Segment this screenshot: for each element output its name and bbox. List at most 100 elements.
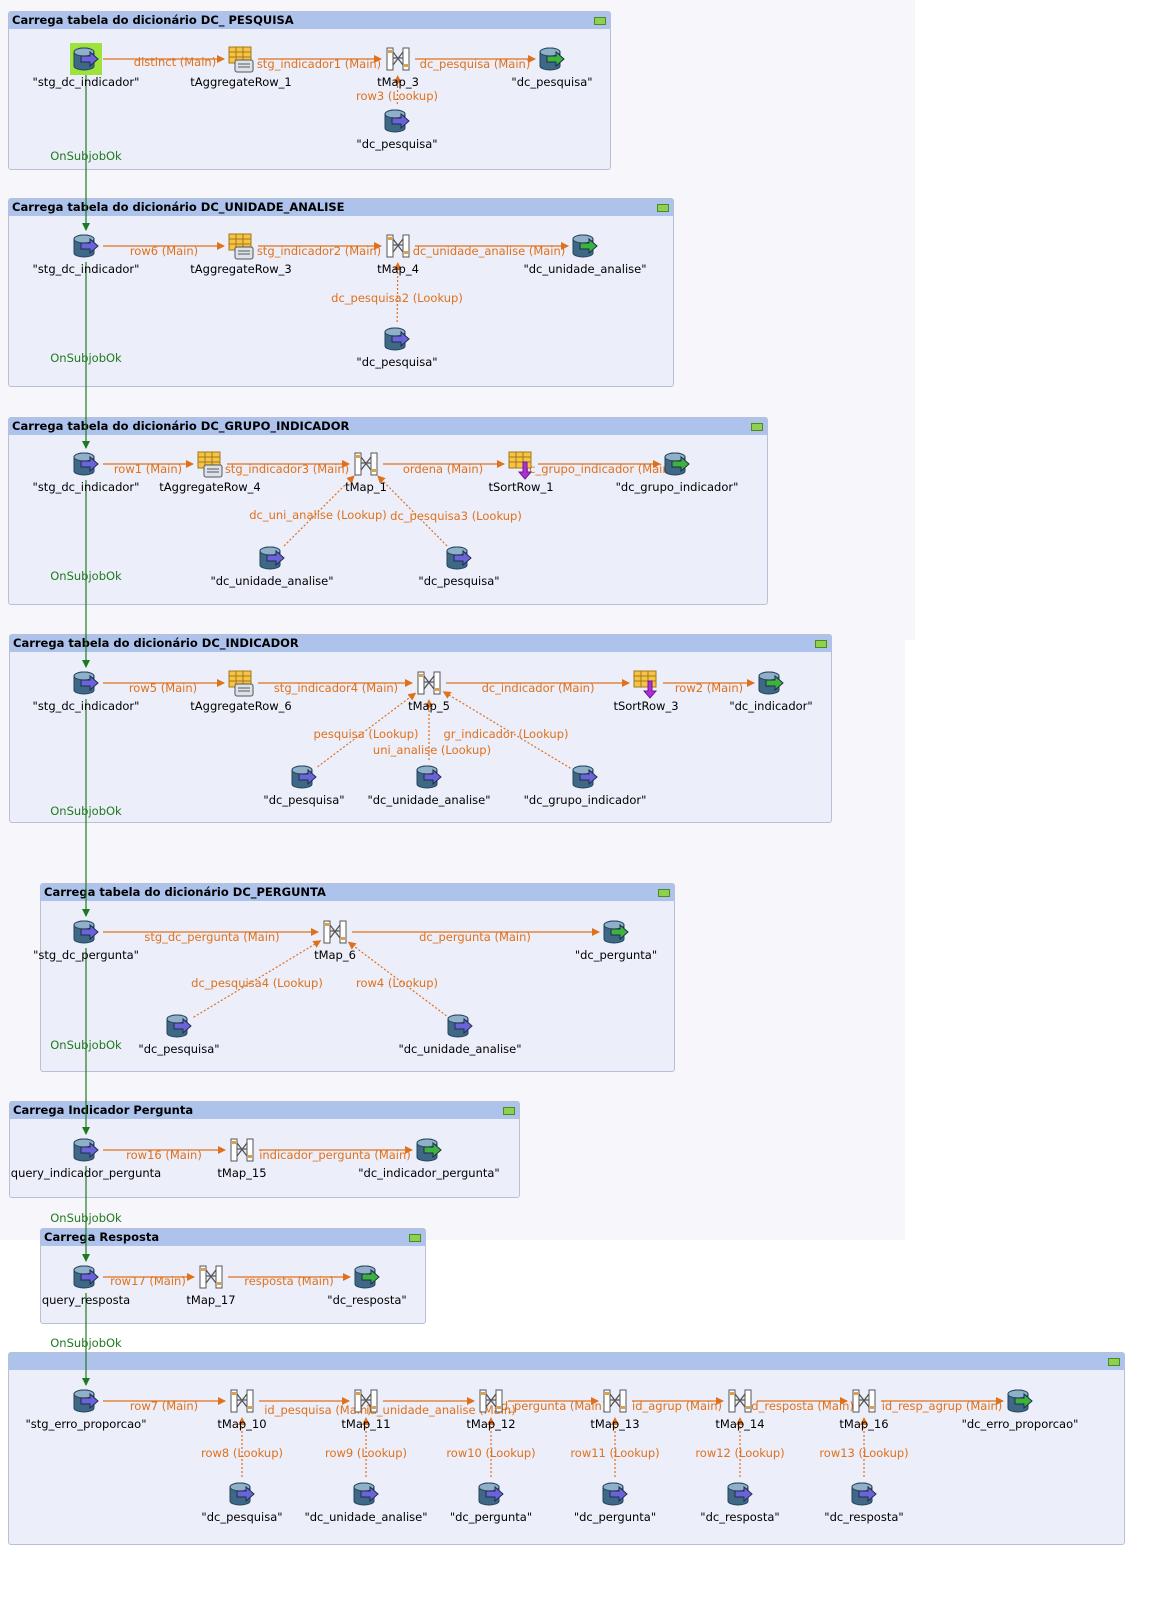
tmap-icon[interactable] <box>413 667 445 699</box>
component-input[interactable]: "dc_resposta" <box>700 1482 780 1524</box>
component-label[interactable]: "stg_dc_indicador" <box>32 480 140 494</box>
lookup-link[interactable] <box>393 261 402 323</box>
tmap-icon[interactable] <box>226 1385 258 1417</box>
component-label[interactable]: tAggregateRow_1 <box>190 75 292 89</box>
link-label[interactable]: ordena (Main) <box>403 462 483 476</box>
link-label[interactable]: stg_indicador4 (Main) <box>274 681 398 695</box>
component-input[interactable]: "dc_unidade_analise" <box>398 1014 522 1056</box>
link-label[interactable]: row6 (Main) <box>130 244 198 258</box>
component-output[interactable]: "dc_pergunta" <box>575 920 657 962</box>
component-label[interactable]: tAggregateRow_6 <box>190 699 292 713</box>
link-label[interactable]: id_pesquisa (Main) <box>264 1403 372 1417</box>
component-output[interactable]: "dc_indicador" <box>729 671 813 713</box>
component-map[interactable]: tMap_3 <box>377 47 419 89</box>
trigger-label[interactable]: OnSubjobOk <box>50 1038 122 1052</box>
link-label[interactable]: row11 (Lookup) <box>570 1446 659 1460</box>
tmap-icon[interactable] <box>475 1385 507 1417</box>
db-input-icon[interactable] <box>381 323 413 355</box>
link-label[interactable]: dc_indicador (Main) <box>482 681 595 695</box>
trigger-label[interactable]: OnSubjobOk <box>50 149 122 163</box>
subjob-erro-proporcao[interactable] <box>8 1352 1125 1545</box>
subjob-dc-pesquisa[interactable]: Carrega tabela do dicionário DC_ PESQUIS… <box>8 11 611 170</box>
link-label[interactable]: stg_indicador1 (Main) <box>257 57 381 71</box>
link-label[interactable]: dc_pesquisa2 (Lookup) <box>331 291 463 305</box>
component-label[interactable]: "dc_resposta" <box>700 1510 780 1524</box>
db-input-icon[interactable] <box>475 1478 507 1510</box>
component-label[interactable]: tMap_17 <box>186 1293 236 1307</box>
link-label[interactable]: dc_pesquisa3 (Lookup) <box>390 509 522 523</box>
tmap-icon[interactable] <box>382 43 414 75</box>
component-output[interactable]: "dc_resposta" <box>327 1265 407 1307</box>
component-input[interactable]: "dc_pesquisa" <box>138 1014 220 1056</box>
link-label[interactable]: pesquisa (Lookup) <box>314 727 419 741</box>
component-aggregate[interactable]: tAggregateRow_6 <box>190 670 292 713</box>
tmap-icon[interactable] <box>319 916 351 948</box>
component-label[interactable]: "dc_erro_proporcao" <box>961 1417 1079 1431</box>
lookup-link[interactable] <box>442 691 571 769</box>
collapse-subjob-button[interactable] <box>1108 1358 1120 1366</box>
subjob-dc-pergunta[interactable]: Carrega tabela do dicionário DC_PERGUNTA <box>40 883 675 1072</box>
component-input[interactable]: query_indicador_pergunta <box>11 1138 161 1180</box>
db-input-icon[interactable] <box>70 448 102 480</box>
component-label[interactable]: "stg_dc_indicador" <box>32 75 140 89</box>
link-label[interactable]: row7 (Main) <box>130 1399 198 1413</box>
tmap-icon[interactable] <box>848 1385 880 1417</box>
lookup-link[interactable] <box>377 475 448 547</box>
link-label[interactable]: row1 (Main) <box>114 462 182 476</box>
subjob-title[interactable]: Carrega Indicador Pergunta <box>10 1102 519 1119</box>
tmap-icon[interactable] <box>195 1261 227 1293</box>
component-map[interactable]: tMap_17 <box>186 1265 236 1307</box>
component-label[interactable]: query_resposta <box>41 1293 131 1307</box>
component-label[interactable]: tMap_1 <box>345 480 387 494</box>
db-input-icon[interactable] <box>256 542 288 574</box>
trigger-label[interactable]: OnSubjobOk <box>50 569 122 583</box>
link-label[interactable]: dc_pesquisa4 (Lookup) <box>191 976 323 990</box>
subjob-title[interactable] <box>9 1353 1124 1370</box>
component-input[interactable]: query_resposta <box>42 1265 130 1307</box>
db-input-icon[interactable] <box>70 916 102 948</box>
link-label[interactable]: resposta (Main) <box>244 1274 334 1288</box>
component-label[interactable]: "dc_indicador" <box>729 699 813 713</box>
tmap-icon[interactable] <box>350 1385 382 1417</box>
component-map[interactable]: tMap_15 <box>217 1138 267 1180</box>
link-label[interactable]: dc_grupo_indicador (Main) <box>522 462 674 476</box>
component-label[interactable]: "dc_resposta" <box>824 1510 904 1524</box>
component-label[interactable]: tMap_16 <box>839 1417 889 1431</box>
component-output[interactable]: "dc_indicador_pergunta" <box>358 1138 500 1180</box>
db-output-icon[interactable] <box>661 448 693 480</box>
aggregate-row-icon[interactable] <box>225 230 257 262</box>
component-input[interactable]: "stg_dc_indicador" <box>33 452 139 494</box>
component-label[interactable]: "dc_pesquisa" <box>356 137 438 151</box>
component-input[interactable]: "dc_pesquisa" <box>201 1482 283 1524</box>
link-label[interactable]: row12 (Lookup) <box>695 1446 784 1460</box>
db-input-icon[interactable] <box>599 1478 631 1510</box>
component-map[interactable]: tMap_16 <box>839 1389 889 1431</box>
component-input[interactable]: "stg_erro_proporcao" <box>25 1389 147 1431</box>
component-label[interactable]: "stg_dc_indicador" <box>32 699 140 713</box>
aggregate-row-icon[interactable] <box>225 43 257 75</box>
db-output-icon[interactable] <box>569 230 601 262</box>
db-output-icon[interactable] <box>351 1261 383 1293</box>
db-input-icon[interactable] <box>70 1385 102 1417</box>
component-input[interactable]: "stg_dc_indicador" <box>33 43 139 89</box>
db-input-icon[interactable] <box>381 105 413 137</box>
trigger-label[interactable]: OnSubjobOk <box>50 1336 122 1350</box>
db-input-icon[interactable] <box>724 1478 756 1510</box>
db-input-icon[interactable] <box>70 1134 102 1166</box>
link-label[interactable]: row13 (Lookup) <box>819 1446 908 1460</box>
lookup-link[interactable] <box>317 692 417 768</box>
db-input-icon[interactable] <box>70 43 102 75</box>
component-label[interactable]: tMap_6 <box>314 948 356 962</box>
component-label[interactable]: "dc_pesquisa" <box>263 793 345 807</box>
db-input-icon[interactable] <box>413 761 445 793</box>
component-label[interactable]: tMap_5 <box>408 699 450 713</box>
tmap-icon[interactable] <box>599 1385 631 1417</box>
link-label[interactable]: row3 (Lookup) <box>356 89 438 103</box>
link-label[interactable]: dc_pesquisa (Main) <box>420 57 531 71</box>
db-input-icon[interactable] <box>288 761 320 793</box>
component-aggregate[interactable]: tAggregateRow_1 <box>190 46 292 89</box>
component-input[interactable]: "stg_dc_indicador" <box>33 671 139 713</box>
component-map[interactable]: tMap_4 <box>377 234 419 276</box>
component-map[interactable]: tMap_14 <box>715 1389 765 1431</box>
